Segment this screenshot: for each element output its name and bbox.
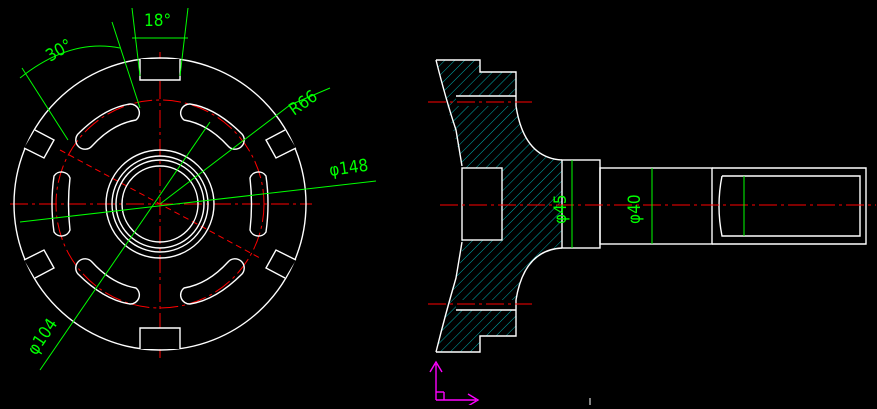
rim-notches [23,59,297,349]
dim-diameter-104: φ104 [24,315,63,359]
ucs-axis-icon[interactable] [429,360,480,407]
dim-angle-18: 18° [144,11,171,31]
section-dimension-texts: φ45 φ40 [551,194,645,224]
front-dimensions [19,7,377,371]
section-centerlines [428,101,876,305]
section-view: φ45 φ40 [428,59,876,353]
front-centerlines [10,52,312,358]
dim-diameter-40: φ40 [625,194,645,224]
hub-circles [105,149,215,259]
dim-angle-30: 30° [43,35,76,66]
section-outline [435,59,867,353]
outer-circle [13,57,307,351]
dim-diameter-45: φ45 [551,194,571,224]
dim-diameter-148: φ148 [328,156,370,181]
section-dimensions [571,160,745,248]
front-view: 18° 30° R66 φ148 φ104 [10,7,377,371]
pitch-circle [55,99,265,309]
dim-radius-r66: R66 [285,86,321,120]
section-bore [462,168,502,240]
kidney-slots [51,103,269,305]
